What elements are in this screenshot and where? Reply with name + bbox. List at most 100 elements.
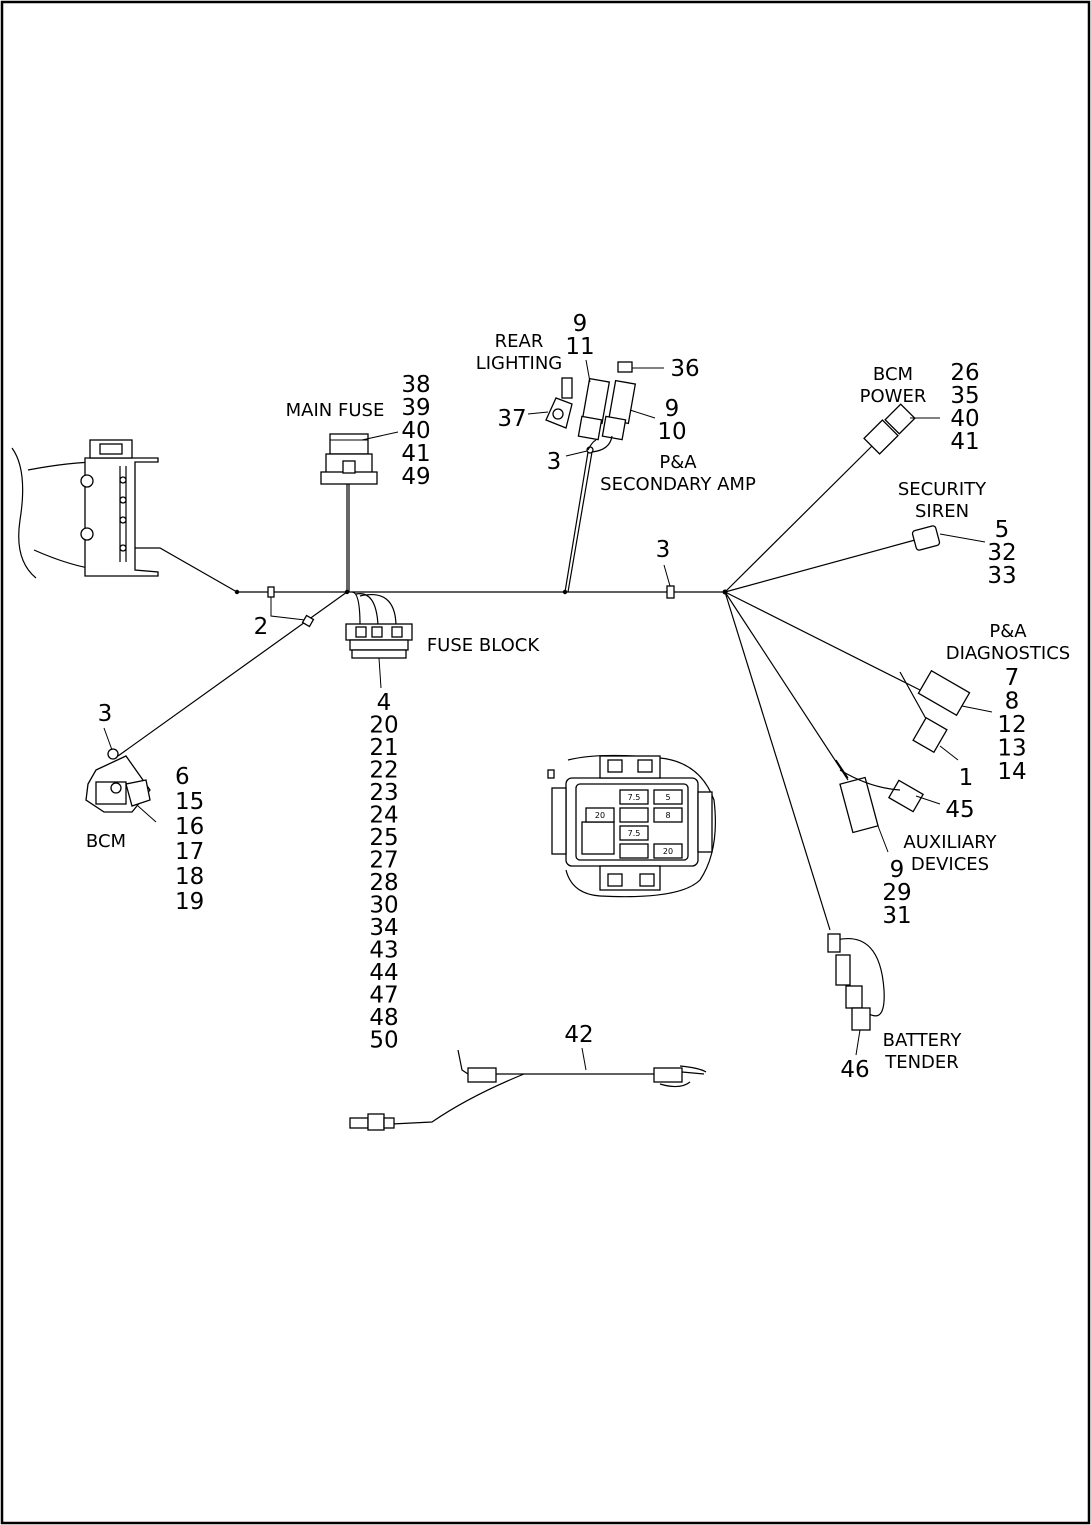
callout-auxiliary: 9 xyxy=(890,857,905,883)
security-siren-label: SIREN xyxy=(915,501,969,522)
callout-main-fuse: 38 xyxy=(401,372,430,398)
callout-fuse-block: 23 xyxy=(369,780,398,806)
callout-fuse-block: 20 xyxy=(369,713,398,739)
pa-secondary-amp-label: SECONDARY AMP xyxy=(600,474,756,495)
callout-fuse-block: 28 xyxy=(369,870,398,896)
rear-lighting-label: REAR xyxy=(495,331,544,352)
callout-pa-diagnostics: 8 xyxy=(1005,689,1020,715)
callout-rear-lighting: 11 xyxy=(565,334,594,360)
callout-46: 46 xyxy=(840,1057,869,1083)
fuse-slot xyxy=(653,843,683,859)
callout-main-fuse: 39 xyxy=(401,395,430,421)
callout-security-siren: 33 xyxy=(987,563,1016,589)
callout-clip-3-trunk: 3 xyxy=(656,537,671,563)
fuse-block-part[interactable] xyxy=(345,623,413,689)
callout-fuse-block: 22 xyxy=(369,758,398,784)
callout-bcm: 16 xyxy=(175,814,204,840)
callout-pa-diagnostics: 13 xyxy=(997,736,1026,762)
fuse-slot xyxy=(619,843,649,859)
security-siren-connector[interactable] xyxy=(911,525,986,551)
callout-clip-2: 2 xyxy=(254,614,269,640)
callout-fuse-block: 21 xyxy=(369,735,398,761)
callout-text-layer: MAIN FUSEREARLIGHTINGBCMPOWERSECURITYSIR… xyxy=(86,311,1070,1083)
callout-pa-diagnostics: 7 xyxy=(1005,665,1020,691)
auxiliary-devices-label: DEVICES xyxy=(911,854,989,875)
callout-bcm-power: 26 xyxy=(950,360,979,386)
callout-bcm-power: 35 xyxy=(950,383,979,409)
callout-fuse-block: 24 xyxy=(369,803,398,829)
callout-clip-3-bcm: 3 xyxy=(98,701,113,727)
callout-fuse-block: 47 xyxy=(369,983,398,1009)
pa-diagnostics-connectors[interactable] xyxy=(899,669,993,761)
bcm-power-label: BCM xyxy=(873,364,913,385)
rear-lighting-label: LIGHTING xyxy=(476,353,563,374)
bcm-module-part[interactable] xyxy=(85,727,157,823)
callout-fuse-block: 27 xyxy=(369,848,398,874)
harness-42-drawing[interactable] xyxy=(349,1047,707,1131)
callout-pa-diagnostics: 12 xyxy=(997,712,1026,738)
callout-fuse-block: 44 xyxy=(369,960,398,986)
callout-auxiliary: 31 xyxy=(882,903,911,929)
main-fuse-connector[interactable] xyxy=(320,431,399,485)
callout-fuse-block: 48 xyxy=(369,1005,398,1031)
fuse-slot-rating: 20 xyxy=(663,847,673,856)
main-fuse-label: MAIN FUSE xyxy=(286,400,385,421)
fuse-slot-rating: 7.5 xyxy=(628,793,641,802)
main-harness-trunk xyxy=(117,445,921,931)
callout-secondary-amp: 10 xyxy=(657,419,686,445)
battery-tender-label: BATTERY xyxy=(883,1030,963,1051)
callout-45: 45 xyxy=(945,797,974,823)
callout-main-fuse: 49 xyxy=(401,464,430,490)
auxiliary-devices-label: AUXILIARY xyxy=(903,832,997,853)
callout-secondary-amp: 9 xyxy=(665,396,680,422)
callout-security-siren: 5 xyxy=(995,517,1010,543)
callout-fuse-block: 43 xyxy=(369,938,398,964)
callout-bcm: 6 xyxy=(175,764,190,790)
callout-42: 42 xyxy=(564,1022,593,1048)
pa-diagnostics-label: P&A xyxy=(989,621,1027,642)
fuse-slot-rating: 7.5 xyxy=(628,829,641,838)
callout-fuse-block: 25 xyxy=(369,825,398,851)
bcm-power-connector[interactable] xyxy=(863,403,940,455)
callout-bcm-power: 41 xyxy=(950,429,979,455)
callout-pa-diagnostics: 14 xyxy=(997,759,1026,785)
callout-bcm: 15 xyxy=(175,789,204,815)
frame-bracket-drawing xyxy=(11,439,159,579)
fuse-slot-rating: 20 xyxy=(595,811,605,820)
pa-secondary-amp-label: P&A xyxy=(659,452,697,473)
callout-clip-3-amp: 3 xyxy=(547,449,562,475)
callout-fuse-block: 4 xyxy=(377,690,392,716)
fuse-slot-rating: 8 xyxy=(665,811,670,820)
callout-bcm: 17 xyxy=(175,839,204,865)
callout-bcm: 19 xyxy=(175,889,204,915)
battery-tender-connector[interactable] xyxy=(827,933,885,1056)
fuse-slot xyxy=(619,825,649,841)
callout-37: 37 xyxy=(497,406,526,432)
callout-auxiliary: 29 xyxy=(882,880,911,906)
battery-tender-label: TENDER xyxy=(884,1052,959,1073)
fuse-slot xyxy=(653,789,683,805)
callout-bcm-power: 40 xyxy=(950,406,979,432)
callout-bcm: 18 xyxy=(175,864,204,890)
callout-1: 1 xyxy=(959,765,974,791)
fuse-slot-rating: 5 xyxy=(665,793,670,802)
callout-rear-lighting: 9 xyxy=(573,311,588,337)
auxiliary-devices-connectors[interactable] xyxy=(835,759,941,853)
fuse-slot xyxy=(653,807,683,823)
callout-fuse-block: 50 xyxy=(369,1028,398,1054)
callout-main-fuse: 41 xyxy=(401,441,430,467)
fuse-slot xyxy=(619,789,649,805)
callout-36: 36 xyxy=(670,356,699,382)
fuse-block-detail-view: 20 7.5 5 8 7.5 20 xyxy=(547,754,716,898)
callout-fuse-block: 34 xyxy=(369,915,398,941)
fuse-slot xyxy=(585,807,615,823)
fuse-slot xyxy=(619,807,649,823)
pa-diagnostics-label: DIAGNOSTICS xyxy=(946,643,1070,664)
fuse-block-label: FUSE BLOCK xyxy=(427,635,541,656)
callout-fuse-block: 30 xyxy=(369,893,398,919)
callout-security-siren: 32 xyxy=(987,540,1016,566)
rear-lighting-connectors[interactable] xyxy=(527,359,664,457)
callout-main-fuse: 40 xyxy=(401,418,430,444)
